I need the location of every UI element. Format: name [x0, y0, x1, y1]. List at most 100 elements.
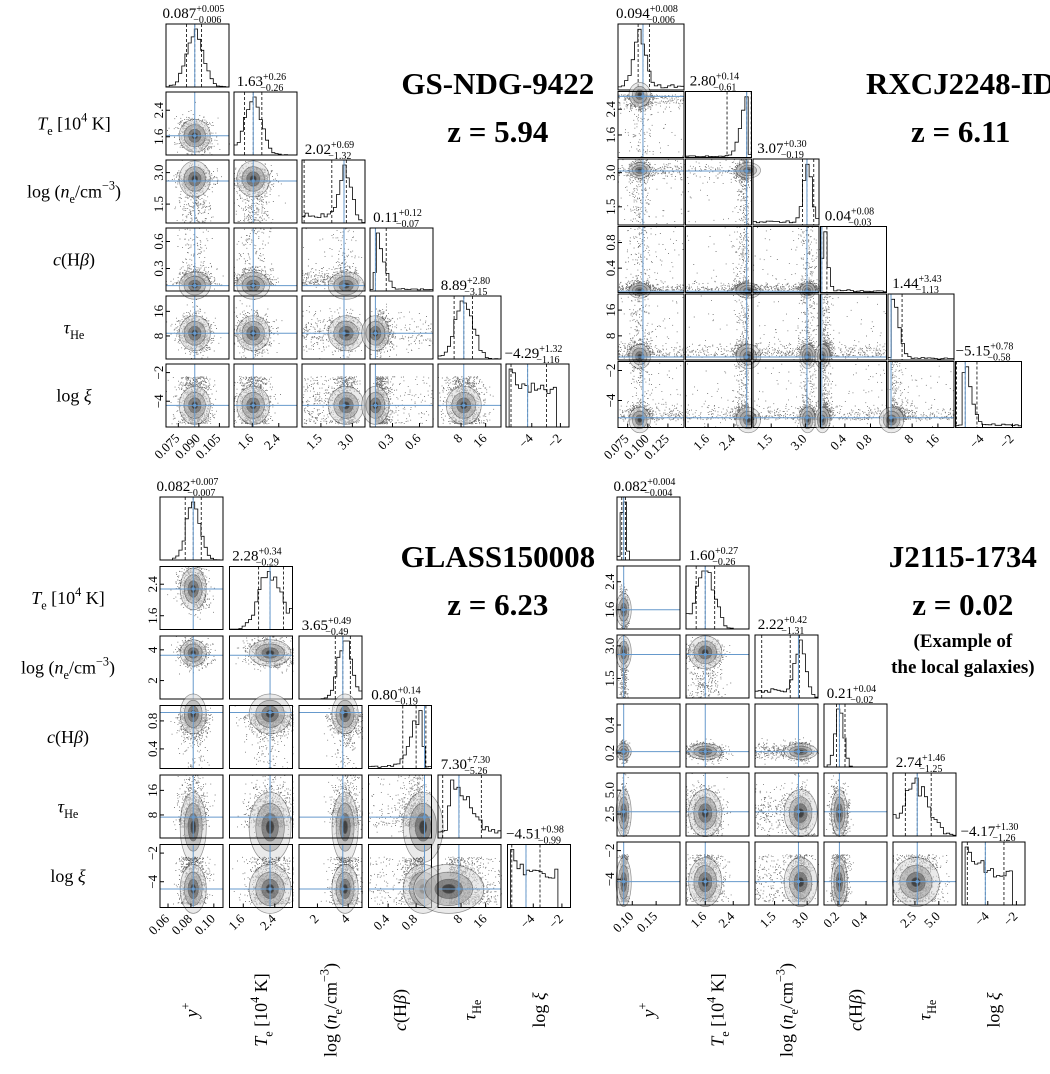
truth-marker — [193, 179, 197, 183]
truth-marker — [622, 810, 626, 814]
cell-2-1 — [685, 158, 761, 226]
label-part: c — [846, 1023, 866, 1031]
err-minus: −0.19 — [395, 697, 418, 708]
label-part: −3 — [96, 654, 109, 668]
corner-panel-gs-ndg-9422: 0.087+0.005−0.0061.62.41.63+0.26−0.261.5… — [27, 4, 594, 462]
label-part: K] — [251, 973, 271, 997]
truth-marker — [342, 284, 346, 288]
label-part: T — [37, 114, 49, 134]
x-tick-label: 1.5 — [753, 431, 775, 453]
x-tick-label: −4 — [517, 911, 538, 932]
median-value: 2.74 — [896, 755, 923, 771]
axes-frame — [685, 91, 752, 158]
cell-0-0: 0.094+0.008−0.006 — [616, 4, 685, 91]
label-part: log ( — [27, 182, 61, 203]
axes-frame — [617, 361, 685, 428]
median-value: 2.22 — [758, 617, 784, 633]
cell-4-0: 816 — [603, 293, 685, 370]
histogram-Te [10^4 K] — [229, 571, 293, 630]
y-tick-label: −2 — [603, 364, 618, 378]
axes-frame — [616, 634, 681, 699]
axes-frame — [616, 841, 681, 906]
corner-panel-j2115-1734: 0.082+0.004−0.0041.62.41.60+0.27−0.261.5… — [602, 477, 1037, 1057]
histogram-τHe — [437, 779, 502, 838]
cell-3-2 — [752, 226, 820, 299]
histogram-Te [10^4 K] — [685, 96, 752, 158]
density-contour-3 — [637, 417, 643, 423]
cell-1-1: 1.60+0.27−0.26 — [685, 546, 750, 630]
axes-frame — [298, 774, 363, 839]
column-label: log ξ — [984, 992, 1004, 1028]
y-tick-label: 0.4 — [603, 260, 618, 277]
column-label: log ξ — [529, 992, 549, 1028]
err-plus: +0.14 — [716, 72, 739, 83]
scatter-points — [618, 293, 685, 360]
axes-frame — [754, 703, 819, 768]
truth-marker — [641, 94, 645, 98]
y-tick-label: 4 — [145, 646, 160, 653]
x-tick-label: 1.6 — [225, 911, 247, 933]
axes-frame — [298, 705, 363, 769]
err-minus: −0.26 — [712, 557, 735, 568]
axes-frame — [229, 566, 293, 630]
object-name: RXCJ2248-ID — [866, 66, 1050, 101]
label-part: (H — [390, 1004, 411, 1023]
axes-frame — [823, 841, 888, 906]
cell-4-2 — [298, 774, 363, 863]
truth-marker — [341, 815, 345, 819]
axes-frame — [369, 227, 434, 292]
label-part: β — [79, 250, 89, 270]
label-part: log ( — [777, 1023, 798, 1057]
histogram-c(Hβ) — [368, 710, 432, 769]
label-part: e — [41, 598, 46, 612]
label-part: ) — [321, 963, 342, 969]
err-minus: −1.26 — [992, 833, 1015, 844]
y-tick-label: 2 — [145, 677, 160, 684]
label-part: ) — [83, 727, 89, 748]
density-contour-3 — [419, 820, 428, 835]
label-part: He — [470, 1000, 484, 1014]
cell-3-1 — [233, 227, 298, 300]
truth-marker — [796, 750, 800, 754]
truth-marker — [837, 880, 841, 884]
err-plus: +0.007 — [190, 477, 218, 488]
median-value: 2.02 — [305, 142, 331, 158]
note-line: the local galaxies) — [891, 657, 1035, 678]
x-tick-label: 3.0 — [787, 431, 809, 453]
axes-frame — [961, 841, 1026, 906]
median-value: 3.07 — [757, 141, 784, 157]
label-part: He — [925, 1000, 939, 1014]
truth-marker — [342, 331, 346, 335]
cell-4-1 — [685, 293, 761, 370]
cell-4-2 — [752, 293, 820, 370]
axes-frame — [233, 159, 298, 224]
column-label: τHe — [460, 1000, 484, 1021]
cell-2-2: 2.22+0.42−1.31 — [754, 615, 819, 699]
err-minus: −1.13 — [916, 285, 939, 296]
cell-5-5: −4.51+0.98−0.99−4−2 — [506, 825, 571, 932]
cell-3-2 — [301, 227, 366, 300]
column-label: c(Hβ) — [846, 989, 867, 1031]
histogram-log ξ — [962, 846, 1025, 906]
y-tick-label: 1.5 — [151, 196, 166, 212]
cell-2-2: 3.07+0.30−0.19 — [752, 139, 820, 226]
truth-marker — [457, 887, 461, 891]
column-label: log (ne/cm−3) — [773, 963, 801, 1057]
truth-marker — [622, 653, 626, 657]
truth-marker — [191, 587, 195, 591]
axes-frame — [617, 158, 685, 226]
median-value: 1.63 — [237, 74, 263, 90]
column-label: c(Hβ) — [390, 989, 411, 1031]
label-part: e — [787, 1009, 801, 1014]
label-part: e — [331, 1009, 345, 1014]
truth-marker — [889, 416, 893, 420]
row-label: Te [104 K] — [31, 585, 105, 613]
x-tick-label: 2.5 — [897, 909, 919, 931]
axes-frame — [955, 361, 1022, 428]
x-tick-label: 8 — [450, 431, 465, 446]
y-tick-label: 2.4 — [603, 101, 618, 118]
cell-4-3 — [823, 772, 888, 838]
